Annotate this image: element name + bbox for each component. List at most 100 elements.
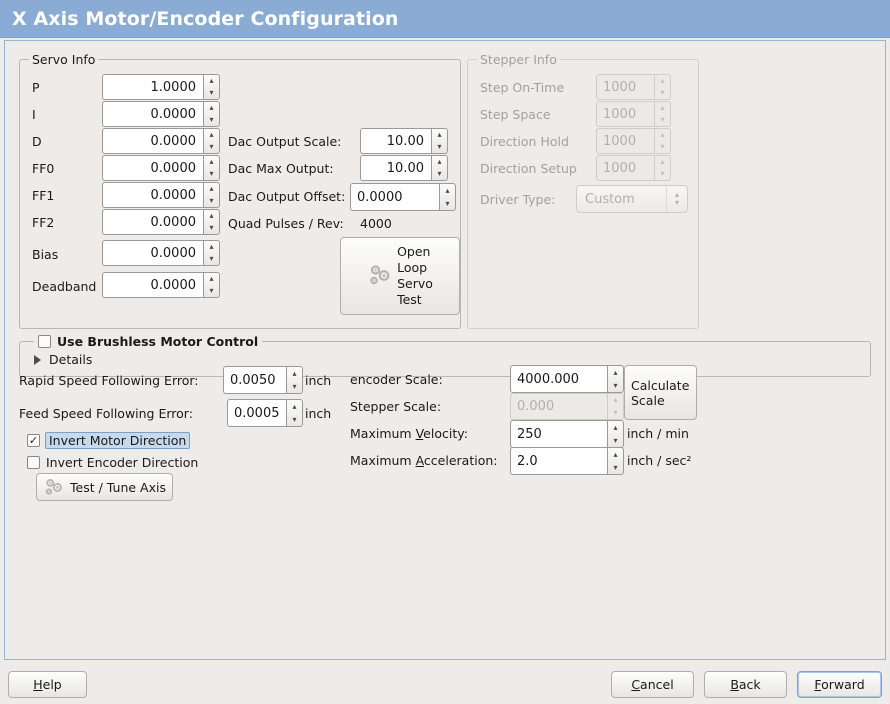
spin-down-icon[interactable] bbox=[204, 87, 219, 99]
checkbox-box[interactable] bbox=[38, 335, 51, 348]
spin-maximum-velocity-buttons[interactable] bbox=[607, 420, 624, 448]
spin-down-icon[interactable] bbox=[608, 379, 623, 392]
spin-up-icon[interactable] bbox=[287, 367, 302, 380]
spin-dac-output-offset-value[interactable]: 0.0000 bbox=[350, 183, 439, 211]
spin-up-icon[interactable] bbox=[440, 184, 455, 197]
spin-down-icon[interactable] bbox=[204, 253, 219, 265]
label-feed-speed-following-error: Feed Speed Following Error: bbox=[19, 406, 193, 421]
spin-down-icon[interactable] bbox=[432, 168, 447, 180]
spin-i-buttons[interactable] bbox=[203, 101, 220, 127]
spin-ff0[interactable]: 0.0000 bbox=[102, 155, 220, 181]
spin-up-icon[interactable] bbox=[204, 183, 219, 195]
spin-ff2[interactable]: 0.0000 bbox=[102, 209, 220, 235]
spin-down-icon[interactable] bbox=[608, 461, 623, 474]
spin-dac-max-output-value[interactable]: 10.00 bbox=[360, 155, 431, 181]
help-button[interactable]: Help bbox=[8, 671, 87, 698]
invert-motor-direction-checkbox[interactable]: ✓ Invert Motor Direction bbox=[27, 432, 191, 449]
spin-ff2-buttons[interactable] bbox=[203, 209, 220, 235]
spin-maximum-acceleration-value[interactable]: 2.0 bbox=[510, 447, 607, 475]
spin-down-icon[interactable] bbox=[204, 114, 219, 126]
forward-button[interactable]: Forward bbox=[797, 671, 882, 698]
spin-encoder-scale-value[interactable]: 4000.000 bbox=[510, 365, 607, 393]
spin-ff2-value[interactable]: 0.0000 bbox=[102, 209, 203, 235]
spin-down-icon[interactable] bbox=[440, 197, 455, 210]
spin-i-value[interactable]: 0.0000 bbox=[102, 101, 203, 127]
checkbox-box[interactable] bbox=[27, 456, 40, 469]
spin-dac-output-offset-buttons[interactable] bbox=[439, 183, 456, 211]
spin-down-icon[interactable] bbox=[287, 380, 302, 393]
spin-up-icon[interactable] bbox=[204, 102, 219, 114]
spin-up-icon[interactable] bbox=[204, 156, 219, 168]
cancel-mnemonic: C bbox=[631, 677, 641, 692]
spin-down-icon[interactable] bbox=[608, 434, 623, 447]
spin-down-icon bbox=[655, 141, 670, 153]
spin-rapid-speed-following-error[interactable]: 0.0050 bbox=[223, 366, 303, 394]
spin-encoder-scale-buttons[interactable] bbox=[607, 365, 624, 393]
spin-ff0-value[interactable]: 0.0000 bbox=[102, 155, 203, 181]
spin-up-icon[interactable] bbox=[204, 75, 219, 87]
spin-up-icon[interactable] bbox=[287, 400, 302, 413]
spin-up-icon[interactable] bbox=[204, 210, 219, 222]
spin-dac-max-output-buttons[interactable] bbox=[431, 155, 448, 181]
spin-maximum-acceleration[interactable]: 2.0 bbox=[510, 447, 624, 475]
spin-rapid-buttons[interactable] bbox=[286, 366, 303, 394]
spin-d-value[interactable]: 0.0000 bbox=[102, 128, 203, 154]
spin-up-icon[interactable] bbox=[204, 241, 219, 253]
spin-ff1-value[interactable]: 0.0000 bbox=[102, 182, 203, 208]
spin-rapid-speed-following-error-value[interactable]: 0.0050 bbox=[223, 366, 286, 394]
spin-dac-output-scale[interactable]: 10.00 bbox=[360, 128, 448, 154]
spin-deadband-buttons[interactable] bbox=[203, 272, 220, 298]
spin-stepper-scale: 0.000 bbox=[510, 393, 624, 420]
spin-maximum-velocity[interactable]: 250 bbox=[510, 420, 624, 448]
spin-deadband[interactable]: 0.0000 bbox=[102, 272, 220, 298]
spin-down-icon[interactable] bbox=[432, 141, 447, 153]
spin-ff1[interactable]: 0.0000 bbox=[102, 182, 220, 208]
spin-maximum-acceleration-buttons[interactable] bbox=[607, 447, 624, 475]
spin-dac-output-offset[interactable]: 0.0000 bbox=[350, 183, 456, 211]
spin-i[interactable]: 0.0000 bbox=[102, 101, 220, 127]
spin-feed-speed-following-error-value[interactable]: 0.0005 bbox=[227, 399, 286, 427]
spin-up-icon[interactable] bbox=[608, 366, 623, 379]
invert-encoder-direction-checkbox[interactable]: Invert Encoder Direction bbox=[27, 455, 198, 470]
spin-p-value[interactable]: 1.0000 bbox=[102, 74, 203, 100]
spin-deadband-value[interactable]: 0.0000 bbox=[102, 272, 203, 298]
spin-up-icon[interactable] bbox=[204, 129, 219, 141]
use-brushless-motor-control-checkbox[interactable]: Use Brushless Motor Control bbox=[34, 334, 263, 349]
spin-up-icon[interactable] bbox=[608, 421, 623, 434]
spin-feed-speed-following-error[interactable]: 0.0005 bbox=[227, 399, 303, 427]
label-d: D bbox=[32, 134, 42, 149]
spin-p[interactable]: 1.0000 bbox=[102, 74, 220, 100]
spin-feed-buttons[interactable] bbox=[286, 399, 303, 427]
spin-d[interactable]: 0.0000 bbox=[102, 128, 220, 154]
test-tune-axis-button[interactable]: Test / Tune Axis bbox=[36, 473, 173, 501]
spin-up-icon[interactable] bbox=[204, 273, 219, 285]
spin-down-icon[interactable] bbox=[204, 285, 219, 297]
spin-ff1-buttons[interactable] bbox=[203, 182, 220, 208]
spin-up-icon[interactable] bbox=[432, 129, 447, 141]
open-loop-servo-test-button[interactable]: Open Loop Servo Test bbox=[340, 237, 460, 315]
cancel-button[interactable]: Cancel bbox=[611, 671, 694, 698]
spin-up-icon[interactable] bbox=[608, 448, 623, 461]
details-expander[interactable]: Details bbox=[32, 352, 92, 367]
spin-up-icon[interactable] bbox=[432, 156, 447, 168]
spin-down-icon[interactable] bbox=[204, 222, 219, 234]
spin-dac-output-scale-buttons[interactable] bbox=[431, 128, 448, 154]
spin-bias-value[interactable]: 0.0000 bbox=[102, 240, 203, 266]
back-button[interactable]: Back bbox=[704, 671, 787, 698]
spin-ff0-buttons[interactable] bbox=[203, 155, 220, 181]
spin-d-buttons[interactable] bbox=[203, 128, 220, 154]
spin-dac-output-scale-value[interactable]: 10.00 bbox=[360, 128, 431, 154]
spin-down-icon[interactable] bbox=[204, 141, 219, 153]
spin-bias[interactable]: 0.0000 bbox=[102, 240, 220, 266]
spin-maximum-velocity-value[interactable]: 250 bbox=[510, 420, 607, 448]
spin-down-icon[interactable] bbox=[287, 413, 302, 426]
spin-encoder-scale[interactable]: 4000.000 bbox=[510, 365, 624, 393]
spin-bias-buttons[interactable] bbox=[203, 240, 220, 266]
spin-dac-max-output[interactable]: 10.00 bbox=[360, 155, 448, 181]
checkbox-box[interactable]: ✓ bbox=[27, 434, 40, 447]
chevron-right-icon[interactable] bbox=[34, 354, 41, 365]
calculate-scale-button[interactable]: Calculate Scale bbox=[624, 365, 697, 420]
spin-p-buttons[interactable] bbox=[203, 74, 220, 100]
spin-down-icon[interactable] bbox=[204, 168, 219, 180]
spin-down-icon[interactable] bbox=[204, 195, 219, 207]
